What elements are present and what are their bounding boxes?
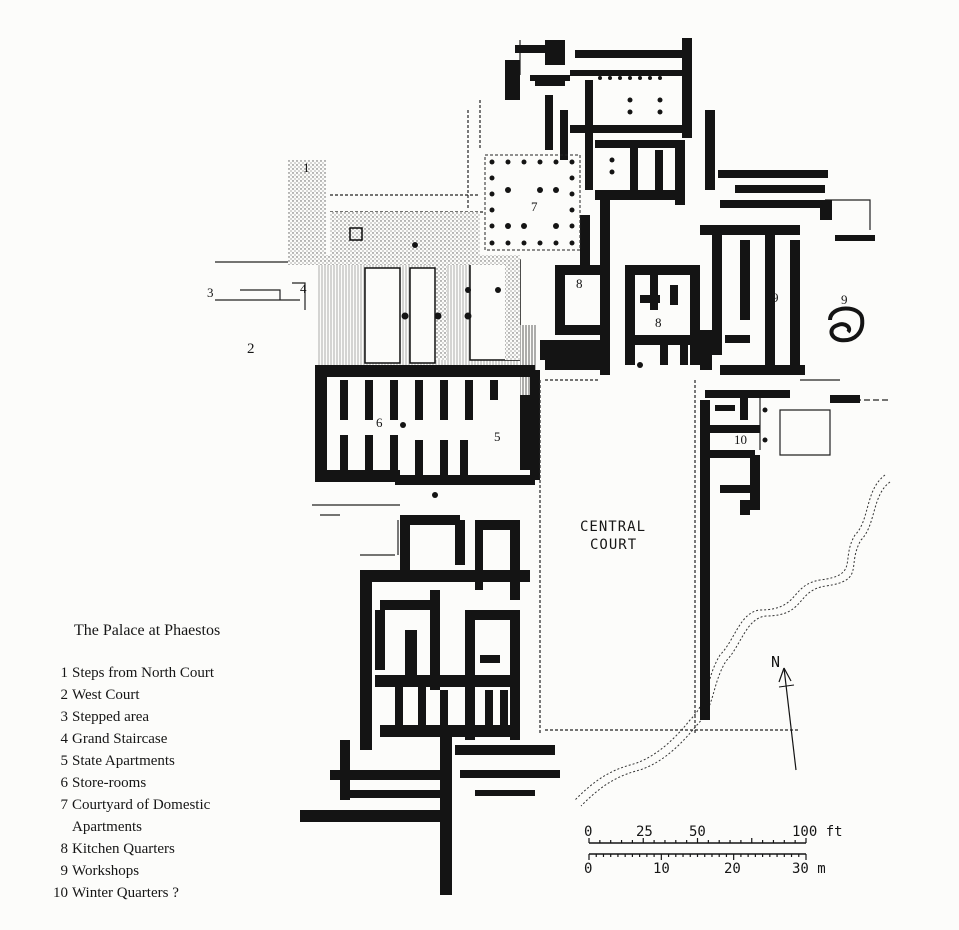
legend-item-text: West Court [72,687,140,703]
legend-item-text: Steps from North Court [72,665,215,681]
central-court-line2: COURT [590,537,637,553]
scale-m-10: 10 [653,861,670,877]
map-label-9b: 9 [841,292,848,307]
legend-item-text: Stepped area [72,709,150,725]
map-label-10: 10 [734,432,747,447]
walls [300,38,875,895]
scale-ft-50: 50 [689,824,706,840]
map-label-8a: 8 [576,276,583,291]
scale-m-20: 20 [724,861,741,877]
north-arrow: N [771,653,797,771]
scale-bar: 0 25 50 100 ft 0 10 20 30 m [584,824,843,877]
map-label-6: 6 [376,415,383,430]
hill-edge [574,474,891,807]
map-labels: 1 2 3 4 5 6 7 8 8 9 9 10 [207,160,848,447]
scale-m-0: 0 [584,861,592,877]
map-label-8b: 8 [655,315,662,330]
legend-item-number: 8 [60,841,69,857]
west-wing-surfaces [288,160,536,405]
plan-title: The Palace at Phaestos [74,622,221,639]
scale-ft-100: 100 ft [792,824,843,840]
legend-item-number: 1 [60,665,69,681]
legend-item-text: Workshops [72,863,140,879]
legend-item-text: Courtyard of Domestic [72,797,211,813]
legend-item-text: Winter Quarters ? [72,885,179,901]
pillars [400,242,768,498]
map-label-1: 1 [303,160,310,175]
domestic-courtyard [484,154,581,251]
legend-item-text-continued: Apartments [72,819,142,835]
legend-item-number: 5 [60,753,69,769]
map-label-4: 4 [300,281,307,296]
central-court-outline [539,379,696,735]
map-label-3: 3 [207,285,214,300]
map-label-9a: 9 [772,290,779,305]
map-label-2: 2 [247,341,255,357]
legend-item-number: 6 [60,775,69,791]
scale-ft-0: 0 [584,824,592,840]
north-arrow-letter: N [771,653,780,671]
map-label-5: 5 [494,429,501,444]
legend-item-number: 9 [60,863,69,879]
legend-item-number: 3 [60,709,69,725]
scale-m-30: 30 m [792,861,826,877]
central-court-line1: CENTRAL [580,519,646,535]
legend-item-number: 7 [60,797,69,813]
legend-item-number: 4 [60,731,69,747]
workshop-kiln [828,306,865,343]
legend-item-text: Grand Staircase [72,731,168,747]
legend-item-number: 2 [60,687,69,703]
map-label-7: 7 [531,199,538,214]
legend-item-number: 10 [53,885,68,901]
north-colonnade [598,76,663,175]
legend-item-text: Kitchen Quarters [72,841,175,857]
legend-item-text: State Apartments [72,753,175,769]
scale-ft-25: 25 [636,824,653,840]
central-court-label: CENTRAL COURT [580,519,646,553]
legend-item-text: Store-rooms [72,775,147,791]
